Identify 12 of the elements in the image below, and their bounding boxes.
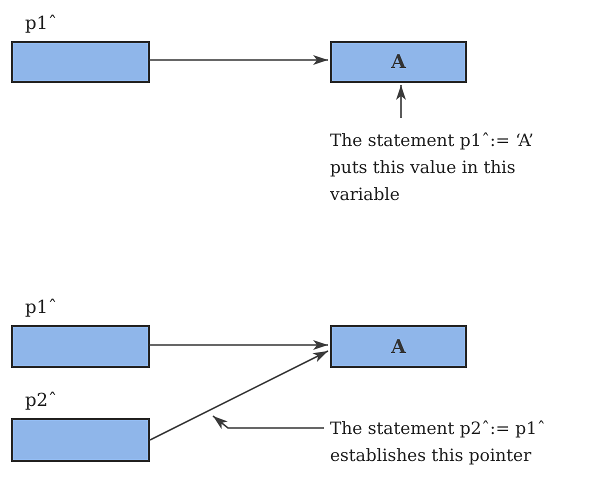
leader-arrow — [212, 415, 324, 430]
variable-label: p1ˆ — [25, 297, 57, 318]
annotation-text: The statement p2ˆ:= p1ˆ establishes this pointer — [330, 416, 608, 470]
variable-label: p2ˆ — [25, 390, 57, 411]
leader-arrow — [396, 85, 406, 118]
variable-label: p1ˆ — [25, 13, 57, 34]
annotation-text: The statement p1ˆ:= ‘A’ puts this value in this variable — [330, 128, 540, 209]
variable-box: A — [330, 325, 467, 368]
pointer-arrow — [150, 55, 328, 65]
pointer-arrow — [150, 340, 328, 350]
pointer-arrow — [150, 350, 328, 441]
variable-box: A — [330, 41, 467, 83]
